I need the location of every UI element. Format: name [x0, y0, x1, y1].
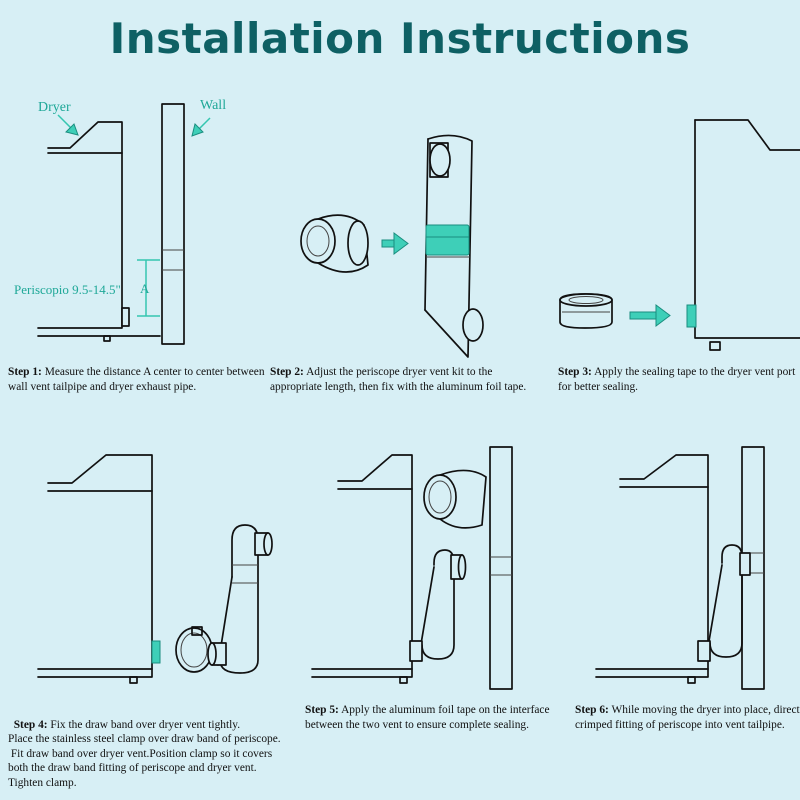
dimension-a-marker	[137, 259, 160, 317]
step-4-line-1: Fix the draw band over dryer vent tightl…	[50, 718, 241, 731]
dryer-illustration	[311, 454, 413, 684]
step-6-diagram	[595, 446, 765, 690]
step-2-heading: Step 2:	[270, 366, 304, 378]
step-6-text: Step 6: While moving the dryer into plac…	[575, 703, 800, 732]
step-2-text: Step 2: Adjust the periscope dryer vent …	[270, 365, 545, 394]
dryer-label: Dryer	[38, 100, 71, 115]
step-4-line-2: Place the stainless steel clamp over dra…	[8, 733, 281, 745]
draw-band-on-vent	[151, 640, 161, 664]
dryer-illustration	[37, 454, 153, 684]
dryer-illustration	[694, 119, 800, 351]
step-5-description: Apply the aluminum foil tape on the inte…	[305, 704, 550, 731]
wall-pointer-arrow	[191, 117, 211, 137]
foil-tape-roll-illustration	[423, 469, 487, 529]
step-1-description: Measure the distance A center to center …	[8, 366, 265, 393]
step-4-line-3: Fit draw band over dryer vent.Position c…	[8, 747, 273, 760]
step-4-line-4: both the draw band fitting of periscope …	[8, 762, 257, 774]
step-1-diagram	[37, 103, 211, 345]
step-3-text: Step 3: Apply the sealing tape to the dr…	[558, 365, 798, 394]
step-5-heading: Step 5:	[305, 704, 339, 716]
step-2-arrow	[381, 232, 409, 255]
step-3-heading: Step 3:	[558, 366, 592, 378]
wall-illustration	[489, 446, 513, 690]
step-2-diagram	[300, 134, 484, 358]
step-6-heading: Step 6:	[575, 704, 609, 716]
wall-illustration	[161, 103, 185, 345]
step-3-description: Apply the sealing tape to the dryer vent…	[558, 366, 796, 393]
dryer-illustration	[595, 454, 709, 684]
stainless-clamp-illustration	[175, 626, 213, 673]
page-title: Installation Instructions	[109, 14, 691, 63]
step-4-heading: Step 4:	[13, 718, 48, 731]
step-4-diagram	[37, 454, 273, 684]
step-3-diagram	[559, 119, 800, 351]
dryer-pointer-arrow	[57, 114, 79, 136]
sealing-tape-on-vent	[686, 304, 697, 328]
step-5-text: Step 5: Apply the aluminum foil tape on …	[305, 703, 565, 732]
periscope-range-label: Periscopio 9.5-14.5"	[14, 282, 121, 297]
step-1-text: Step 1: Measure the distance A center to…	[8, 365, 278, 394]
periscope-illustration	[697, 544, 751, 662]
foil-tape-band	[425, 224, 470, 256]
step-3-arrow	[629, 304, 671, 327]
periscope-illustration	[424, 134, 484, 358]
sealing-tape-roll-illustration	[559, 293, 613, 329]
step-4-text: Step 4: Fix the draw band over dryer ven…	[8, 703, 300, 790]
dimension-a-label: A	[140, 281, 150, 296]
step-6-description: While moving the dryer into place, direc…	[575, 704, 800, 731]
dryer-illustration	[37, 121, 161, 342]
wall-label: Wall	[200, 98, 227, 113]
step-5-diagram	[311, 446, 513, 690]
periscope-illustration	[207, 524, 273, 674]
step-4-line-5: Tighten clamp.	[8, 776, 77, 789]
foil-tape-roll-illustration	[300, 214, 369, 273]
periscope-illustration	[409, 549, 467, 662]
step-2-description: Adjust the periscope dryer vent kit to t…	[270, 366, 527, 393]
step-1-heading: Step 1:	[8, 366, 42, 378]
